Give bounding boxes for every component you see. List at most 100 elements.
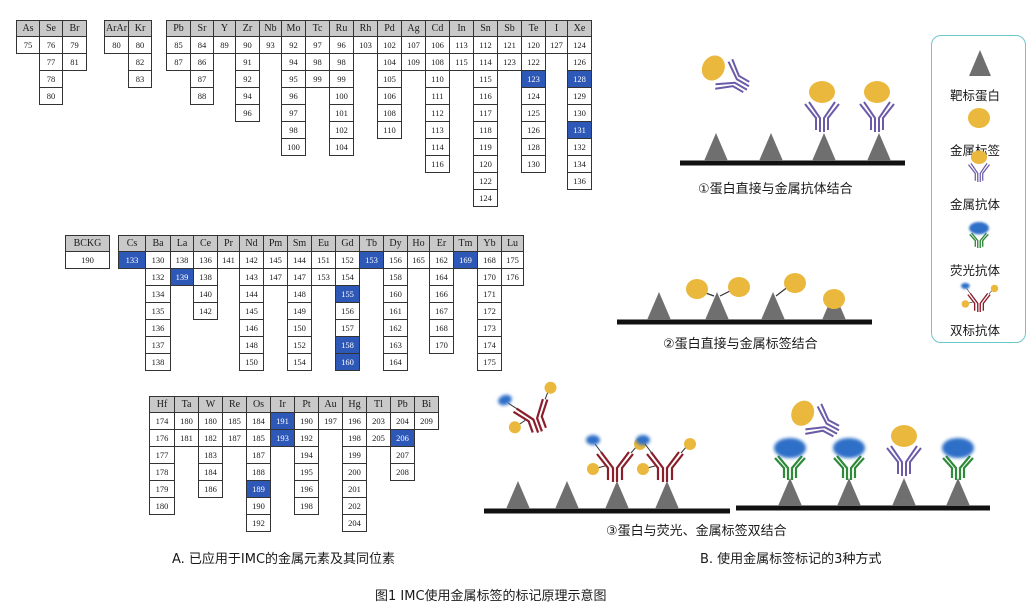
isotope-cell: 209 [414, 412, 439, 430]
target-protein-icon [759, 133, 783, 161]
isotope-cell-highlighted: 169 [453, 251, 478, 269]
isotope-cell: 170 [429, 336, 454, 354]
metal-antibody-icon [804, 80, 840, 133]
metal-antibody-icon [859, 80, 895, 133]
legend-icons [961, 50, 998, 312]
metal-tag-icon [686, 279, 708, 299]
isotope-cell: 137 [145, 336, 171, 354]
isotope-cell: 142 [193, 302, 218, 320]
method-1-label: ①蛋白直接与金属抗体结合 [698, 182, 853, 197]
target-protein-icon [778, 478, 802, 506]
fluorescent-antibody-icon [774, 438, 806, 480]
legend-metal-antibody-label: 金属抗体 [950, 197, 1001, 212]
isotope-cell-highlighted: 158 [335, 336, 360, 354]
isotope-cell: 163 [383, 336, 408, 354]
isotope-cell: 198 [294, 497, 319, 515]
target-protein-icon [605, 481, 629, 509]
isotope-cell: 208 [390, 463, 415, 481]
isotope-cell: 135 [145, 302, 171, 320]
metal-antibody-icon [886, 424, 922, 477]
dual-antibody-icon [961, 283, 998, 312]
target-protein-icon [892, 478, 916, 506]
target-protein-icon [946, 478, 970, 506]
isotope-cell: 81 [62, 53, 87, 71]
isotope-cell: 150 [287, 319, 312, 337]
isotope-cell: 79 [62, 36, 87, 54]
isotope-cell: 130 [521, 155, 546, 173]
metal-tag-icon [728, 277, 750, 297]
target-protein-icon [812, 133, 836, 161]
isotope-cell-highlighted: 133 [118, 251, 146, 269]
fluorescent-antibody-icon [833, 438, 865, 480]
element-header-kr: Kr [128, 20, 152, 37]
dual-antibody-icon [636, 435, 696, 482]
isotope-cell-highlighted: 123 [521, 70, 546, 88]
isotope-cell-highlighted: 160 [335, 353, 360, 371]
isotope-cell: 116 [425, 155, 450, 173]
metal-tag-icon [784, 273, 806, 293]
isotope-cell: 204 [342, 514, 367, 532]
panel-a-label: A. 已应用于IMC的金属元素及其同位素 [172, 552, 396, 567]
isotope-cell: 181 [174, 429, 199, 447]
legend-metal-tag-label: 金属标签 [950, 143, 1001, 158]
isotope-cell: 136 [567, 172, 592, 190]
target-protein-icon [704, 133, 728, 161]
isotope-cell: 87 [166, 53, 191, 71]
legend-fluor-antibody-label: 荧光抗体 [950, 263, 1001, 278]
target-protein-icon [969, 50, 991, 76]
isotope-cell: 187 [246, 446, 271, 464]
target-protein-icon [837, 478, 861, 506]
legend-box [931, 35, 1026, 343]
legend-dual-antibody-label: 双标抗体 [950, 323, 1001, 338]
legend-target-protein-label: 靶标蛋白 [950, 88, 1001, 103]
target-protein-icon [705, 292, 729, 320]
metal-tag-icon [823, 289, 845, 309]
isotope-cell: 190 [65, 251, 110, 269]
target-protein-icon [647, 292, 671, 320]
method-2-label: ②蛋白直接与金属标签结合 [663, 337, 818, 352]
target-protein-icon [555, 481, 579, 509]
isotope-cell: 180 [149, 497, 175, 515]
isotope-cell: 89 [213, 36, 236, 54]
dual-antibody-icon [497, 377, 569, 442]
isotope-cell: 178 [149, 463, 175, 481]
target-protein-icon [506, 481, 530, 509]
isotope-cell: 100 [281, 138, 306, 156]
isotope-cell: 113 [425, 121, 450, 139]
isotope-cell: 127 [545, 36, 568, 54]
method-1-diagram [680, 46, 905, 166]
isotope-cell: 124 [473, 189, 498, 207]
fluorescent-antibody-icon [942, 438, 974, 480]
isotope-cell-highlighted: 131 [567, 121, 592, 139]
isotope-cell: 150 [239, 353, 264, 371]
method-3-dual-diagram [484, 377, 730, 514]
isotope-cell: 80 [39, 87, 63, 105]
isotope-cell: 175 [477, 353, 502, 371]
element-header-br: Br [62, 20, 87, 37]
isotope-cell: 158 [383, 268, 408, 286]
isotope-cell: 88 [190, 87, 214, 105]
isotope-cell: 104 [329, 138, 354, 156]
isotope-cell: 165 [407, 251, 430, 269]
metal-tag-icon [968, 108, 990, 128]
isotope-cell: 87 [190, 70, 214, 88]
isotope-cell: 138 [145, 353, 171, 371]
metal-antibody-icon [967, 149, 991, 183]
isotope-cell: 154 [287, 353, 312, 371]
target-protein-icon [655, 481, 679, 509]
isotope-cell: 110 [377, 121, 402, 139]
figure-caption: 图1 IMC使用金属标签的标记原理示意图 [375, 589, 607, 604]
isotope-cell: 91 [235, 53, 260, 71]
metal-antibody-icon [694, 46, 758, 104]
isotope-cell: 186 [198, 480, 223, 498]
isotope-cell: 176 [501, 268, 524, 286]
isotope-cell: 102 [329, 121, 354, 139]
fluorescent-antibody-icon [969, 222, 989, 248]
isotope-cell: 96 [235, 104, 260, 122]
isotope-cell: 164 [383, 353, 408, 371]
panel-b-label: B. 使用金属标签标记的3种方式 [700, 552, 882, 567]
target-protein-icon [867, 133, 891, 161]
isotope-cell: 141 [217, 251, 240, 269]
